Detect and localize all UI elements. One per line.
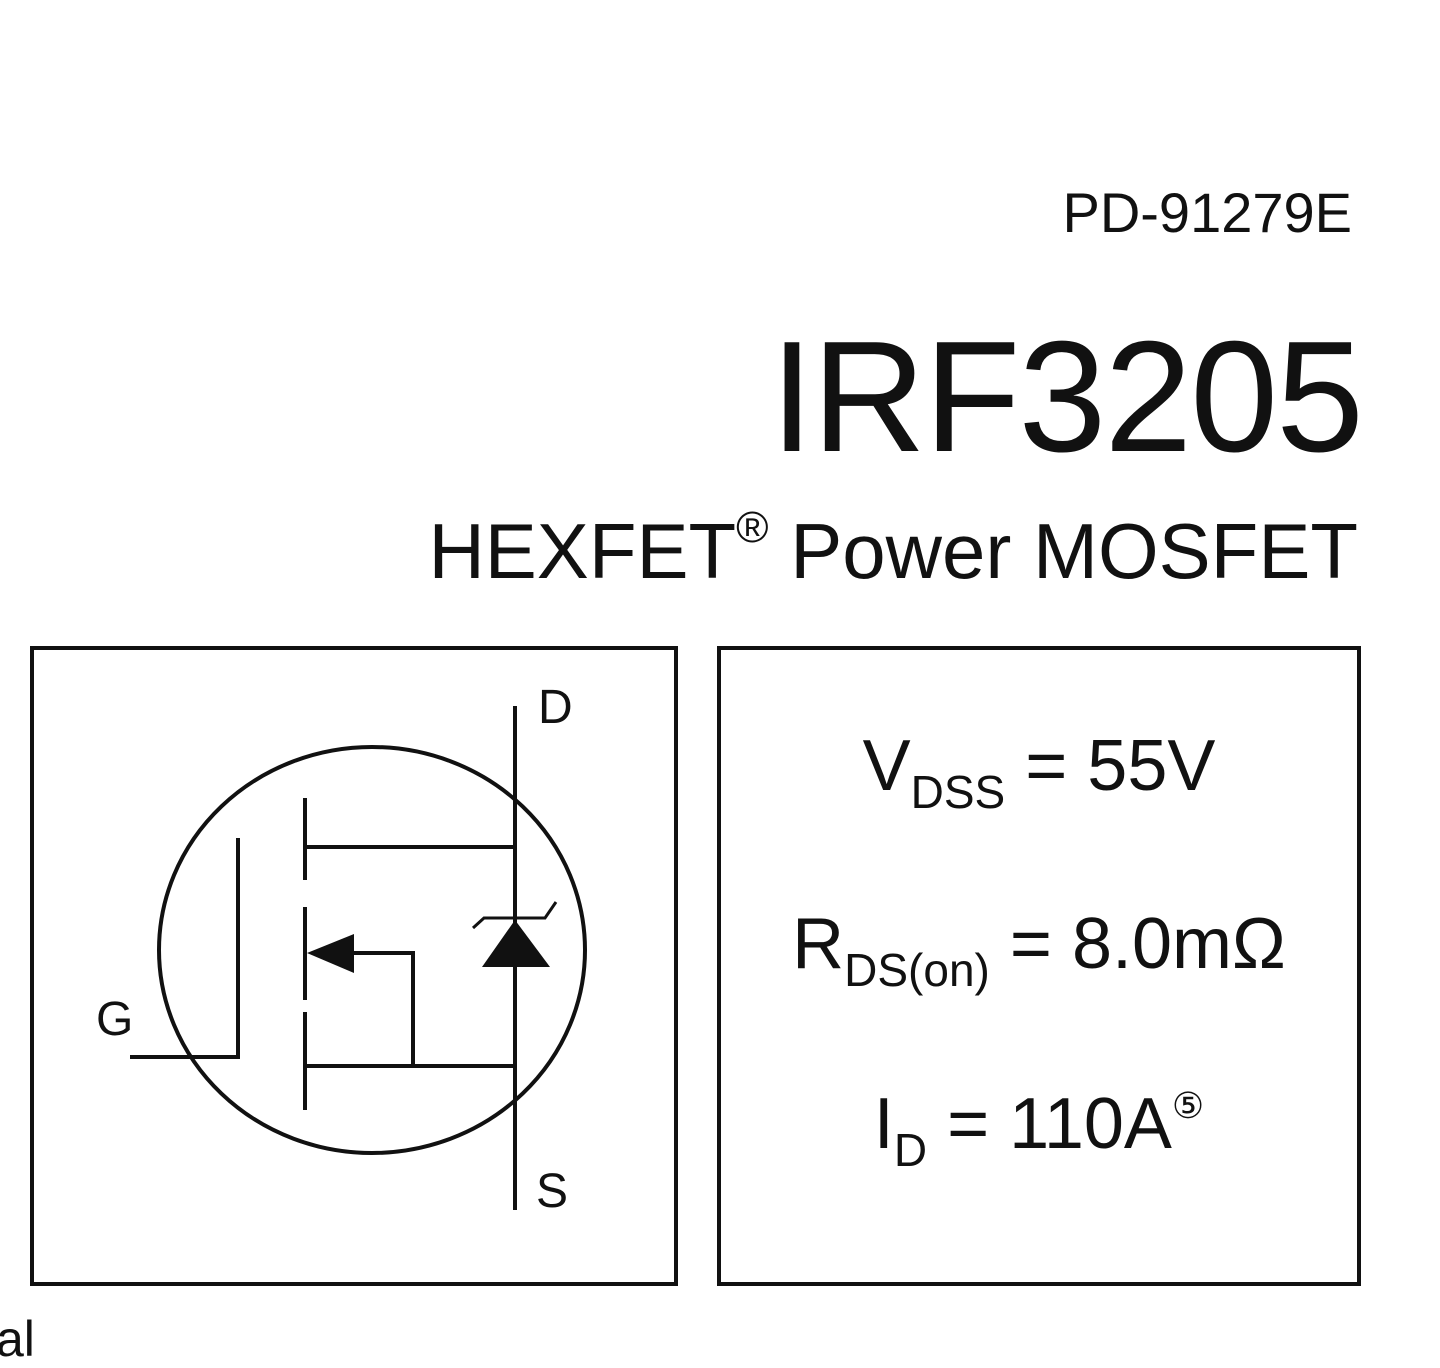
spec-symbol: I xyxy=(873,1084,894,1164)
product-description: Power MOSFET xyxy=(790,507,1358,595)
mosfet-symbol-box xyxy=(30,646,678,1286)
body-connection xyxy=(350,951,415,1066)
zener-diode-bar xyxy=(471,901,558,930)
spec-subscript: DSS xyxy=(910,766,1006,818)
spec-id: ID = 110A⑤ xyxy=(721,1085,1357,1174)
zener-diode-triangle-icon xyxy=(482,920,550,967)
body-arrow-icon xyxy=(307,934,354,973)
spec-vdss: VDSS = 55V xyxy=(721,730,1357,815)
spec-value: = 110A xyxy=(947,1084,1172,1164)
spec-subscript: D xyxy=(893,1124,928,1176)
symbol-circle xyxy=(157,745,587,1155)
footnote-marker: ⑤ xyxy=(1171,1085,1205,1126)
spec-subscript: DS(on) xyxy=(844,944,990,996)
brand-name: HEXFET xyxy=(428,507,737,595)
spec-value: = 55V xyxy=(1025,726,1216,806)
spec-value: = 8.0mΩ xyxy=(1009,904,1286,984)
part-number-title: IRF3205 xyxy=(769,309,1364,485)
product-subtitle: HEXFET® Power MOSFET xyxy=(428,506,1358,591)
spec-rds-on: RDS(on) = 8.0mΩ xyxy=(721,908,1357,993)
key-specs-box: VDSS = 55V RDS(on) = 8.0mΩ ID = 110A⑤ xyxy=(717,646,1361,1286)
spec-symbol: R xyxy=(792,904,845,984)
spec-symbol: V xyxy=(862,726,911,806)
pin-label-drain: D xyxy=(538,681,573,734)
pin-label-gate: G xyxy=(96,993,134,1046)
document-number: PD-91279E xyxy=(1062,181,1352,244)
pin-label-source: S xyxy=(536,1165,569,1218)
registered-mark: ® xyxy=(736,503,769,552)
gate-lead xyxy=(130,838,240,1059)
cropped-text-fragment: al xyxy=(0,1311,35,1367)
